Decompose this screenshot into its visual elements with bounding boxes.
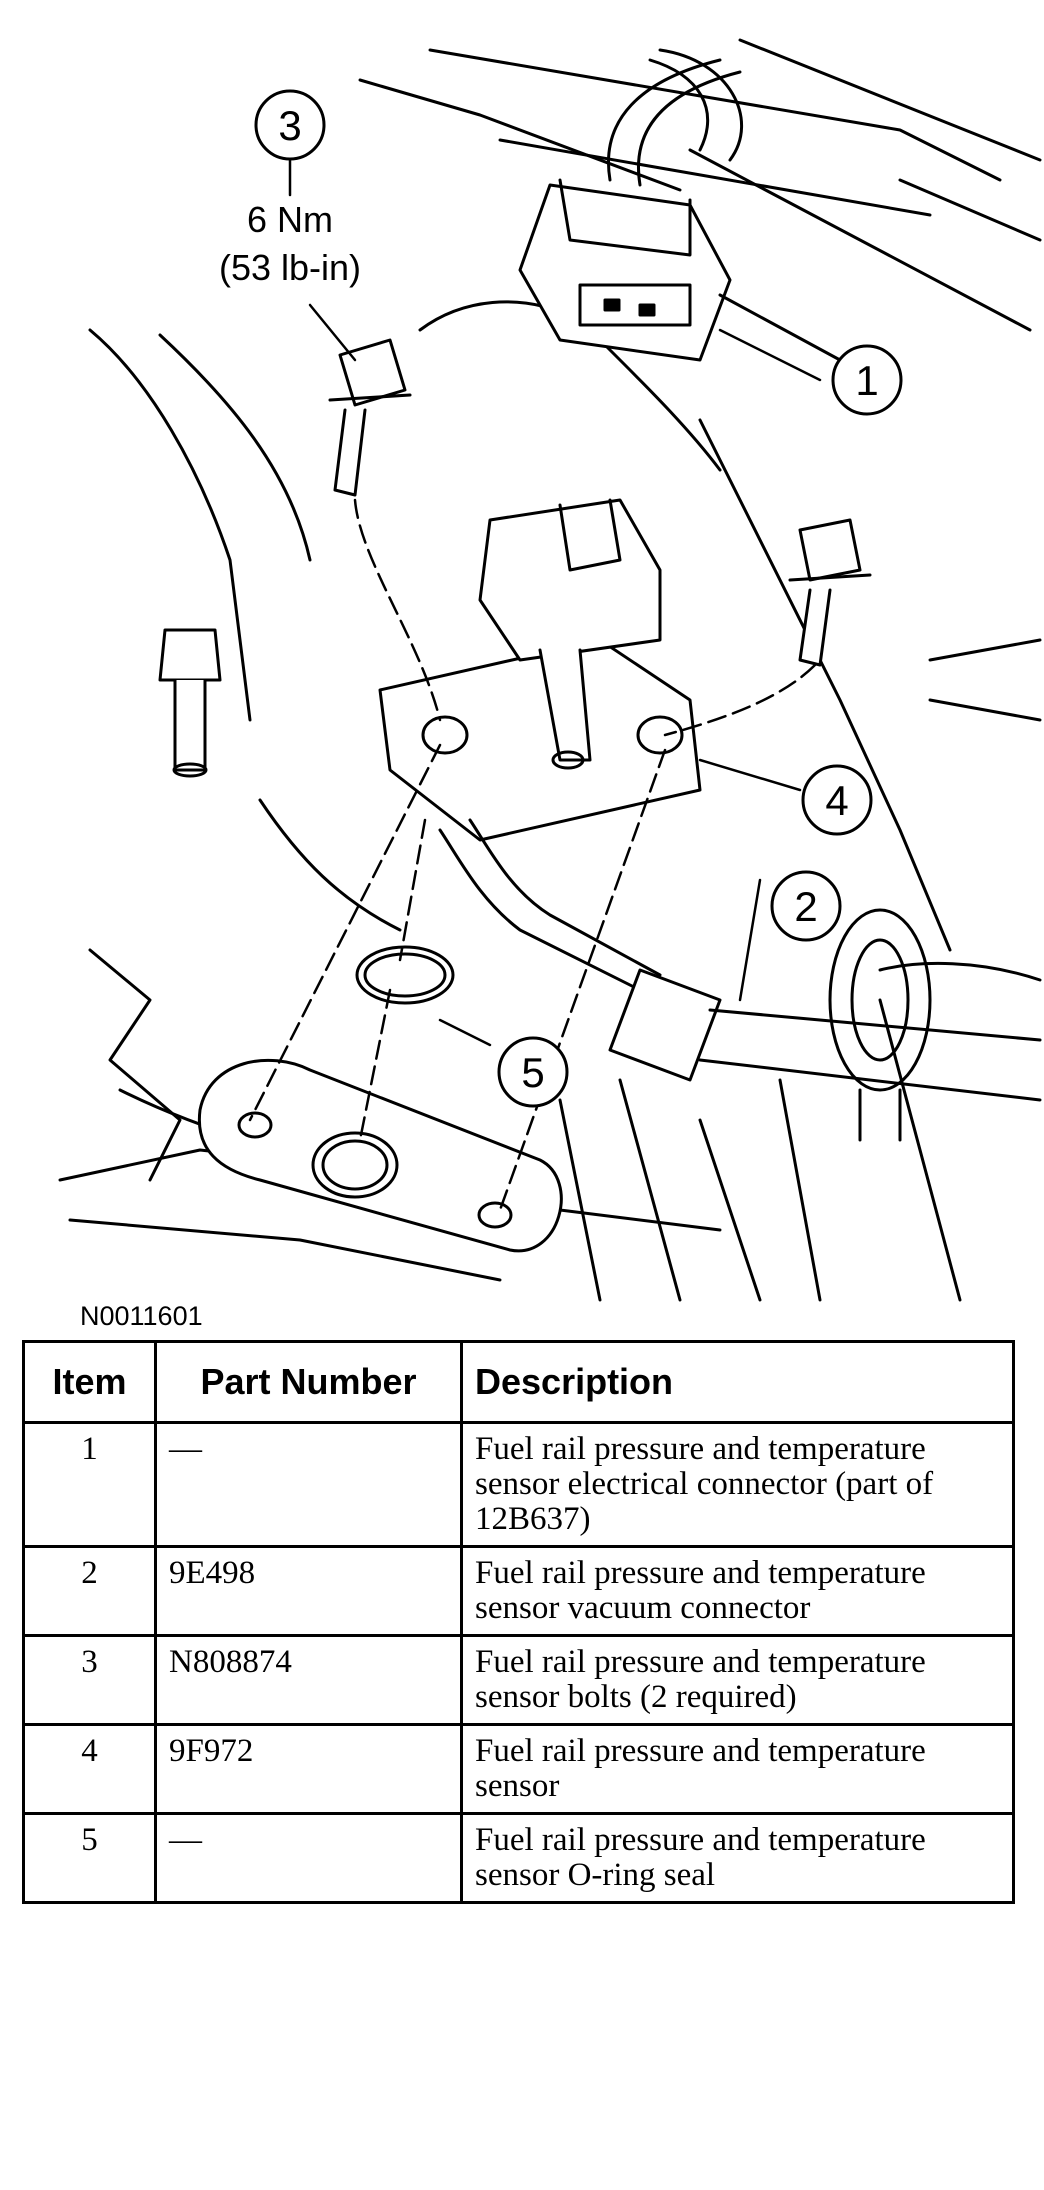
table-row: 4 9F972 Fuel rail pressure and temperatu… — [22, 1722, 1015, 1815]
wire-harness — [607, 58, 722, 182]
cell-item: 3 — [22, 1633, 157, 1726]
cell-part-number: — — [154, 1811, 463, 1904]
bolt-left — [328, 338, 412, 497]
stud-left — [158, 628, 222, 778]
header-description: Description — [460, 1340, 1015, 1424]
cell-description: Fuel rail pressure and temperature senso… — [460, 1722, 1015, 1815]
cell-item: 5 — [22, 1811, 157, 1904]
table-row: 1 — Fuel rail pressure and temperature s… — [22, 1421, 1015, 1548]
cell-part-number: 9F972 — [154, 1722, 463, 1815]
table-row: 3 N808874 Fuel rail pressure and tempera… — [22, 1633, 1015, 1726]
pressure-temperature-sensor — [378, 498, 702, 842]
cell-part-number: N808874 — [154, 1633, 463, 1726]
cell-part-number: — — [154, 1421, 463, 1548]
cell-item: 1 — [22, 1421, 157, 1548]
header-part-number: Part Number — [154, 1340, 463, 1424]
electrical-connector — [518, 178, 842, 362]
callout-label: 3 — [278, 102, 301, 149]
callout-4-circle — [801, 764, 873, 836]
table-row: 2 9E498 Fuel rail pressure and temperatu… — [22, 1544, 1015, 1637]
torque-lbin: (53 lb-in) — [219, 247, 361, 288]
cell-description: Fuel rail pressure and temperature senso… — [460, 1421, 1015, 1548]
callout-label: 4 — [825, 777, 848, 824]
assembly-lines — [248, 498, 817, 1212]
figure-code: N0011601 — [80, 1301, 203, 1330]
bolt-right — [788, 518, 872, 667]
cell-item: 2 — [22, 1544, 157, 1637]
table-header-row: Item Part Number Description — [22, 1340, 1015, 1424]
cell-part-number: 9E498 — [154, 1544, 463, 1637]
cell-item: 4 — [22, 1722, 157, 1815]
callout-label: 2 — [794, 883, 817, 930]
engine-background-outline — [58, 38, 1042, 1302]
callout-3-circle — [254, 89, 326, 161]
callout-label: 1 — [855, 357, 878, 404]
cell-description: Fuel rail pressure and temperature senso… — [460, 1544, 1015, 1637]
cell-description: Fuel rail pressure and temperature senso… — [460, 1811, 1015, 1904]
parts-table: Item Part Number Description 1 — Fuel ra… — [22, 1340, 1015, 1904]
hose-loop — [828, 908, 932, 1142]
exploded-view-illustration: 3 1 4 2 5 6 Nm (53 lb-in) N0011601 — [58, 38, 1042, 1330]
cell-description: Fuel rail pressure and temperature senso… — [460, 1633, 1015, 1726]
callout-2-circle — [770, 870, 842, 942]
callout-5-circle — [497, 1036, 569, 1108]
vacuum-hose — [438, 818, 1042, 1102]
callout-leaders — [288, 158, 822, 1047]
callout-1-circle — [831, 344, 903, 416]
callout-label: 5 — [521, 1049, 544, 1096]
torque-nm: 6 Nm — [247, 199, 333, 240]
o-ring-seal — [355, 945, 455, 1005]
table-row: 5 — Fuel rail pressure and temperature s… — [22, 1811, 1015, 1904]
mounting-flange — [197, 1058, 563, 1253]
header-item: Item — [22, 1340, 157, 1424]
